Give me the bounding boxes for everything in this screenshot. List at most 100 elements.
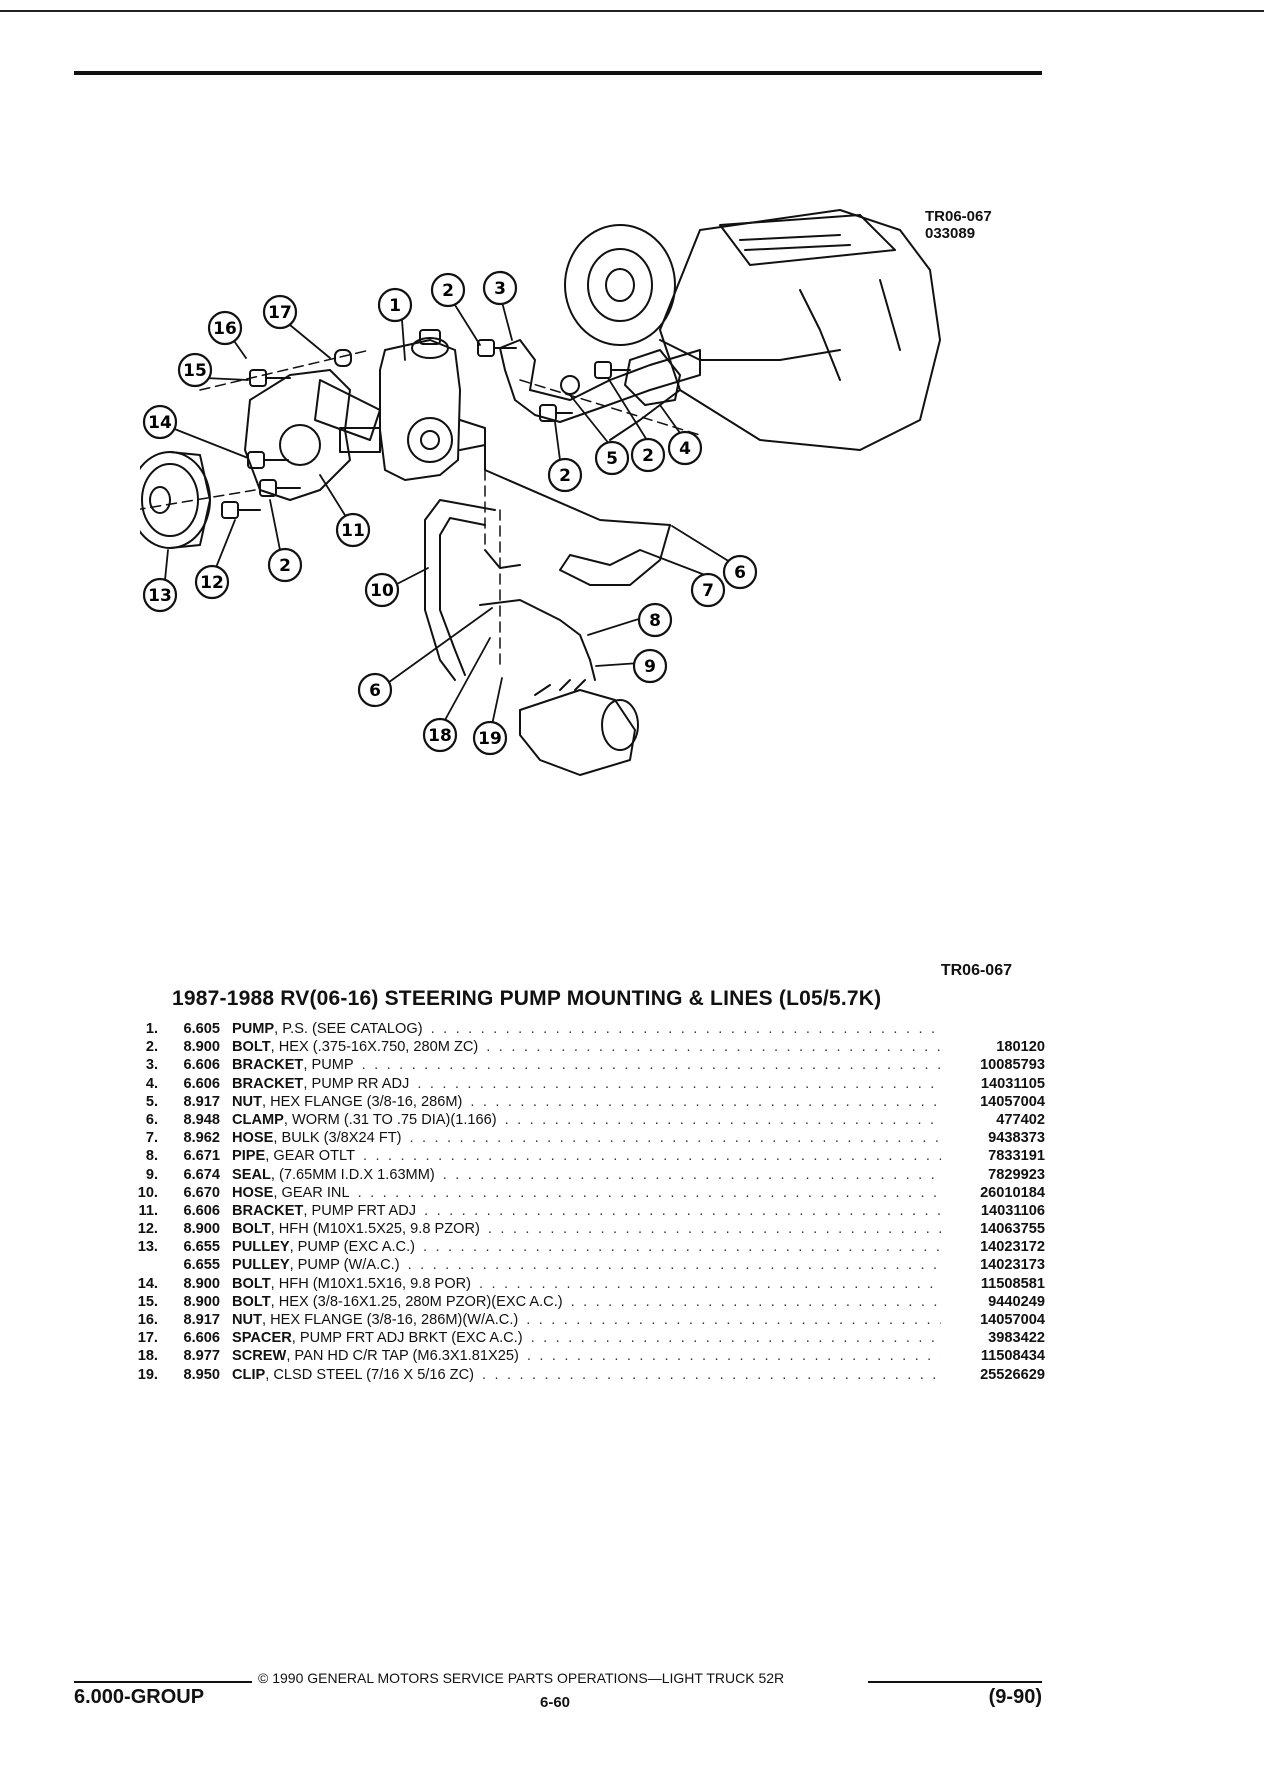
part-number: 3983422 bbox=[988, 1330, 1045, 1347]
part-description: BRACKET, PUMP. . . . . . . . . . . . . .… bbox=[232, 1057, 941, 1073]
part-number: 10085793 bbox=[980, 1057, 1045, 1074]
part-name: CLIP bbox=[232, 1366, 266, 1383]
group-code: 8.900 bbox=[183, 1275, 220, 1292]
part-number: 14057004 bbox=[980, 1093, 1045, 1110]
part-spec: , PUMP (EXC A.C.) bbox=[289, 1239, 415, 1256]
part-name: SPACER bbox=[232, 1330, 292, 1347]
part-description: NUT, HEX FLANGE (3/8-16, 286M). . . . . … bbox=[232, 1094, 941, 1110]
part-number: 9438373 bbox=[988, 1130, 1045, 1147]
part-name: BRACKET bbox=[232, 1057, 304, 1074]
callout-label: 11 bbox=[341, 521, 365, 541]
callout-circle bbox=[142, 404, 178, 440]
diagram-code-line-1: TR06-067 bbox=[925, 208, 992, 225]
item-number: 17. bbox=[137, 1330, 158, 1347]
item-number: 19. bbox=[137, 1366, 158, 1383]
dot-leader: . . . . . . . . . . . . . . . . . . . . … bbox=[409, 1130, 941, 1147]
item-number: 16. bbox=[137, 1312, 158, 1328]
group-code: 8.950 bbox=[183, 1366, 220, 1383]
part-number: 14063755 bbox=[980, 1221, 1045, 1238]
part-number: 11508581 bbox=[980, 1275, 1045, 1292]
part-name: SCREW bbox=[232, 1348, 287, 1365]
engine-block-illustration bbox=[564, 209, 941, 451]
callout-label: 2 bbox=[642, 446, 654, 466]
callout-circle bbox=[637, 602, 673, 638]
dot-leader: . . . . . . . . . . . . . . . . . . . . … bbox=[423, 1239, 941, 1256]
item-number: 2. bbox=[145, 1039, 158, 1056]
bolts-illustration bbox=[221, 339, 631, 519]
part-spec: , PUMP bbox=[303, 1057, 354, 1074]
part-number: 14057004 bbox=[980, 1312, 1045, 1328]
callout-circle bbox=[547, 457, 583, 493]
dot-leader: . . . . . . . . . . . . . . . . . . . . … bbox=[481, 1366, 941, 1383]
callout-circle bbox=[142, 577, 178, 613]
callout-label: 15 bbox=[183, 361, 207, 381]
callout-leaders bbox=[164, 301, 731, 726]
item-number: 8. bbox=[145, 1148, 158, 1165]
item-number: 13. bbox=[137, 1239, 158, 1256]
dot-leader: . . . . . . . . . . . . . . . . . . . . … bbox=[363, 1148, 941, 1165]
group-code: 6.606 bbox=[183, 1330, 220, 1347]
part-spec: , PUMP RR ADJ bbox=[303, 1075, 410, 1092]
callout-label: 9 bbox=[644, 657, 656, 677]
part-description: PUMP, P.S. (SEE CATALOG). . . . . . . . … bbox=[232, 1021, 941, 1037]
group-code: 6.606 bbox=[183, 1057, 220, 1074]
part-description: SPACER, PUMP FRT ADJ BRKT (EXC A.C.). . … bbox=[232, 1330, 941, 1346]
part-description: SEAL, (7.65MM I.D.X 1.63MM). . . . . . .… bbox=[232, 1167, 941, 1183]
group-code: 6.606 bbox=[183, 1202, 220, 1219]
group-code: 6.655 bbox=[183, 1239, 220, 1256]
item-number: 5. bbox=[145, 1093, 158, 1110]
part-name: BOLT bbox=[232, 1293, 271, 1310]
part-spec: , (7.65MM I.D.X 1.63MM) bbox=[270, 1166, 435, 1183]
parts-row: 3. 6.606 BRACKET, PUMP. . . . . . . . . . … bbox=[110, 1057, 1045, 1075]
callout-label: 8 bbox=[649, 611, 661, 631]
callout-label: 4 bbox=[679, 439, 691, 459]
callout-circle bbox=[357, 672, 393, 708]
part-name: PULLEY bbox=[232, 1239, 290, 1256]
part-name: HOSE bbox=[232, 1130, 274, 1147]
item-number: 12. bbox=[137, 1221, 158, 1238]
part-spec: , GEAR OTLT bbox=[265, 1148, 356, 1165]
part-description: BRACKET, PUMP RR ADJ. . . . . . . . . . … bbox=[232, 1076, 941, 1092]
part-spec: , PAN HD C/R TAP (M6.3X1.81X25) bbox=[286, 1348, 519, 1365]
group-code: 6.655 bbox=[183, 1257, 220, 1274]
part-name: CLAMP bbox=[232, 1111, 284, 1128]
steering-pump-illustration bbox=[339, 329, 486, 481]
callout-circle bbox=[422, 717, 458, 753]
callout-label: 18 bbox=[428, 726, 452, 746]
item-number: 3. bbox=[145, 1057, 158, 1074]
group-code: 8.900 bbox=[183, 1221, 220, 1238]
diagram-code: TR06-067 033089 bbox=[925, 208, 992, 242]
hoses-illustration bbox=[424, 439, 671, 681]
header-rule bbox=[74, 71, 1042, 75]
part-spec: , HFH (M10X1.5X25, 9.8 PZOR) bbox=[270, 1221, 480, 1238]
callout-circle bbox=[472, 720, 508, 756]
item-number: 1. bbox=[145, 1021, 158, 1037]
figure-caption-code: TR06-067 bbox=[940, 962, 1012, 979]
dot-leader: . . . . . . . . . . . . . . . . . . . . … bbox=[430, 1021, 941, 1037]
callout-label: 14 bbox=[148, 413, 172, 433]
callout-circle bbox=[690, 572, 726, 608]
part-spec: , PUMP FRT ADJ BRKT (EXC A.C.) bbox=[291, 1330, 523, 1347]
part-number: 180120 bbox=[996, 1039, 1045, 1056]
callout-circle bbox=[630, 437, 666, 473]
part-description: BOLT, HEX (.375-16X.750, 280M ZC). . . .… bbox=[232, 1039, 941, 1055]
part-number: 7833191 bbox=[988, 1148, 1045, 1165]
item-number: 7. bbox=[145, 1130, 158, 1147]
callout-label: 17 bbox=[268, 303, 292, 323]
group-code: 6.605 bbox=[183, 1021, 220, 1037]
item-number: 15. bbox=[137, 1293, 158, 1310]
item-number: 11. bbox=[138, 1202, 158, 1219]
part-name: BOLT bbox=[232, 1039, 271, 1056]
page-top-edge bbox=[0, 10, 1264, 12]
part-description: BRACKET, PUMP FRT ADJ. . . . . . . . . .… bbox=[232, 1203, 941, 1219]
callout-circle bbox=[667, 430, 703, 466]
part-name: PIPE bbox=[232, 1148, 266, 1165]
